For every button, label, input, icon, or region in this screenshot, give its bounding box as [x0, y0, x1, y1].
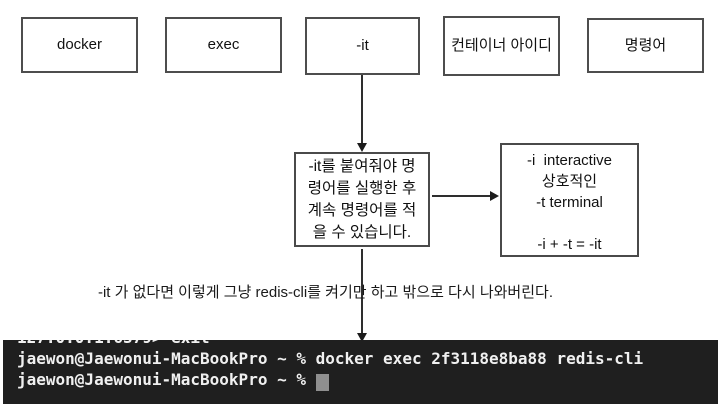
- terminal-cursor: [315, 374, 329, 391]
- arrow-down-icon-1: [357, 143, 367, 152]
- box-it-flag-label: -it: [356, 37, 369, 54]
- arrow-down-line-1: [361, 75, 363, 143]
- caption-text: -it 가 없다면 이렇게 그냥 redis-cli를 켜기만 하고 밖으로 다…: [97, 284, 553, 301]
- arrow-right-icon: [490, 191, 499, 201]
- arrow-down-icon-2: [357, 333, 367, 342]
- info-box-text: -i interactive 상호적인 -t terminal -i + -t …: [526, 152, 613, 253]
- terminal-prompt: jaewon@Jaewonui-MacBookPro ~ %: [17, 370, 316, 389]
- arrow-down-line-2: [361, 249, 363, 333]
- box-exec-label: exec: [207, 36, 240, 53]
- box-command: 명령어: [587, 18, 704, 73]
- terminal-clipped-line: 127.0.0.1:6379> exit: [17, 340, 718, 348]
- box-docker-label: docker: [56, 36, 103, 53]
- terminal-prompt-line: jaewon@Jaewonui-MacBookPro ~ %: [17, 369, 718, 391]
- terminal-window: 127.0.0.1:6379> exit jaewon@Jaewonui-Mac…: [3, 340, 718, 404]
- note-box: -it를 붙여줘야 명 령어를 실행한 후 계속 명령어를 적 을 수 있습니다…: [294, 152, 430, 247]
- info-box: -i interactive 상호적인 -t terminal -i + -t …: [500, 143, 639, 257]
- arrow-right-line: [432, 195, 490, 197]
- box-command-label: 명령어: [624, 36, 667, 54]
- box-it-flag: -it: [305, 17, 420, 75]
- box-exec: exec: [165, 17, 282, 73]
- terminal-command-line: jaewon@Jaewonui-MacBookPro ~ % docker ex…: [17, 349, 644, 368]
- note-box-text: -it를 붙여줘야 명 령어를 실행한 후 계속 명령어를 적 을 수 있습니다…: [307, 158, 417, 241]
- box-container-id-label: 컨테이너 아이디: [451, 37, 552, 54]
- box-docker: docker: [21, 17, 138, 73]
- box-container-id: 컨테이너 아이디: [443, 16, 560, 76]
